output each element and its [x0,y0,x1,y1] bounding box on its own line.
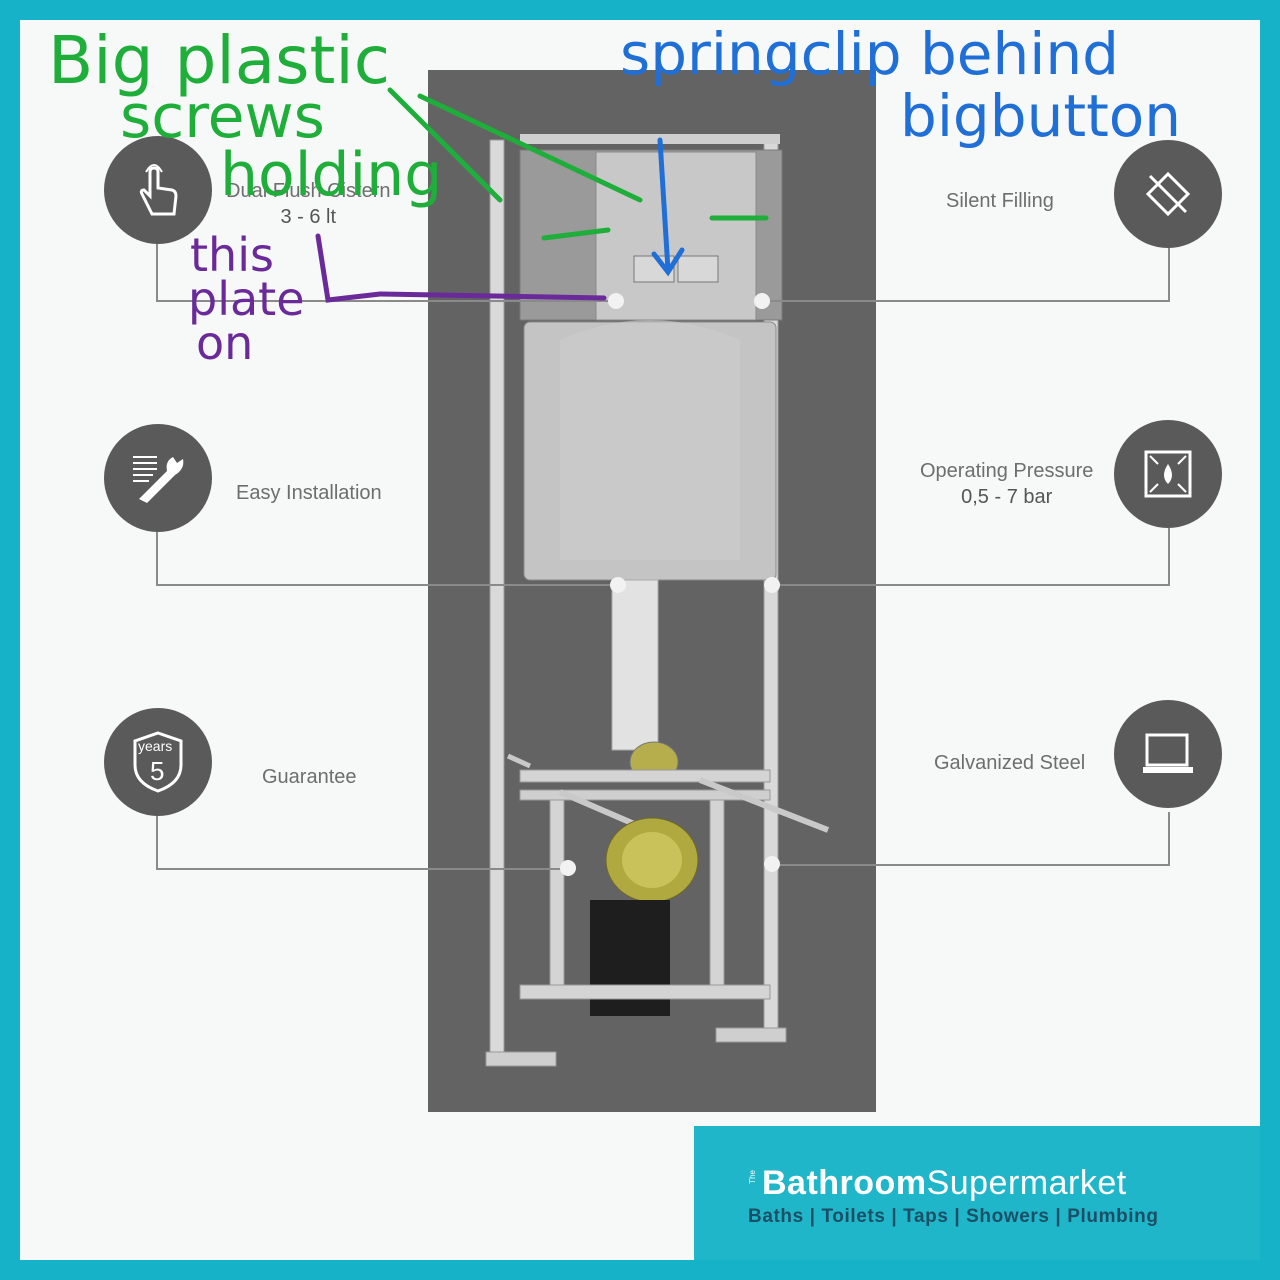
brand-banner [694,1126,1260,1260]
steel-plate-icon [1114,700,1222,808]
feature-label-galvanized-steel: Galvanized Steel [934,752,1086,774]
feature-label-dual-flush: Dual Flush Cistern 3 - 6 lt [226,180,391,228]
callout-dot [608,293,624,309]
callout-dot [764,856,780,872]
feature-label-silent-filling: Silent Filling [946,190,1054,212]
brand-tagline: Baths | Toilets | Taps | Showers | Plumb… [748,1206,1159,1227]
leader-line [772,812,1170,866]
callout-dot [560,860,576,876]
annotation-springclip-behind: springclip behind [620,20,1119,88]
silent-icon [1114,140,1222,248]
annotation-plate: plate [188,272,305,326]
feature-label-easy-installation: Easy Installation [236,482,382,504]
leader-line [156,528,618,586]
wrench-icon [104,424,212,532]
badge-number-text: 5 [150,756,165,786]
annotation-bigbutton: bigbutton [900,82,1182,150]
five-years-badge-icon: years 5 [104,708,212,816]
feature-label-guarantee: Guarantee [262,766,357,788]
brand-logo-text: BathroomSupermarket [762,1164,1127,1202]
brand-the-text: The [748,1170,757,1184]
feature-label-operating-pressure: Operating Pressure 0,5 - 7 bar [920,460,1094,508]
leader-line [156,240,618,302]
badge-years-text: years [138,738,173,754]
leader-line [764,240,1170,302]
annotation-big-plastic: Big plastic [48,22,391,99]
annotation-this: this [190,228,274,282]
leader-line [156,812,570,870]
pressure-icon [1114,420,1222,528]
annotation-holding: holding [220,140,443,210]
callout-dot [610,577,626,593]
annotation-screws: screws [120,82,325,152]
hand-pointer-icon [104,136,212,244]
annotation-on: on [196,316,254,370]
callout-dot [764,577,780,593]
leader-line [772,528,1170,586]
callout-dot [754,293,770,309]
